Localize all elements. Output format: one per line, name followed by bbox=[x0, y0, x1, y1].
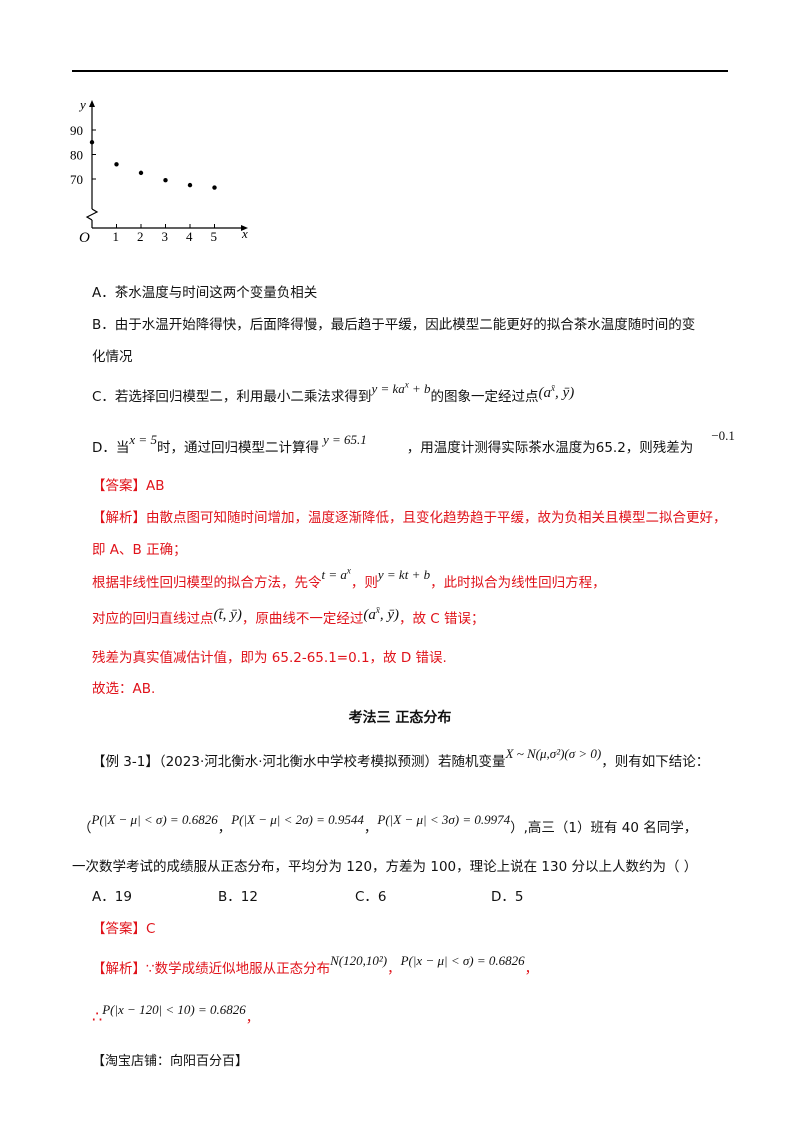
example-line1: 【例 3-1】（2023·河北衡水·河北衡水中学校考模拟预测）若随机变量X ~ … bbox=[92, 746, 710, 770]
text: ，此时拟合为线性回归方程， bbox=[430, 575, 606, 591]
formula-exp: x bbox=[404, 379, 409, 390]
option-d-formula2: y = 65.1 bbox=[322, 432, 367, 447]
formula-part: (a bbox=[538, 385, 552, 401]
option-c: C．若选择回归模型二，利用最小二乘法求得到y = kax + b的图象一定经过点… bbox=[92, 380, 575, 406]
therefore-symbol: ∴ bbox=[92, 1007, 103, 1026]
axis-break bbox=[85, 208, 99, 221]
option-d-text2: 时，通过回归模型二计算得 bbox=[156, 440, 319, 456]
option-d-formula1: x = 5 bbox=[129, 432, 157, 447]
formula-p3: P(|X − μ| < 3σ) = 0.9974 bbox=[377, 812, 511, 827]
answer-1: 【答案】AB bbox=[92, 478, 165, 494]
text: ， bbox=[363, 820, 378, 836]
option-c-point: (ax̄, ȳ) bbox=[538, 383, 575, 401]
analysis-2-line1: 【解析】∵数学成绩近似地服从正态分布N(120,10²)，P(|x − μ| <… bbox=[92, 953, 539, 977]
x-axis-label: x bbox=[241, 226, 248, 241]
y-tick-label: 90 bbox=[70, 123, 83, 138]
x-tick-label: 3 bbox=[162, 229, 169, 242]
formula-point-a: (ax̄, ȳ) bbox=[363, 605, 399, 623]
origin-label: O bbox=[79, 230, 90, 242]
data-point bbox=[163, 178, 168, 183]
formula-t: t = ax bbox=[321, 565, 351, 582]
data-point bbox=[114, 162, 119, 167]
option-c-text2: 的图象一定经过点 bbox=[430, 389, 539, 405]
analysis-1-line4: 对应的回归直线过点(t̄, ȳ)，原曲线不一定经过(ax̄, ȳ)，故 C 错误… bbox=[92, 605, 485, 628]
answer-2: 【答案】C bbox=[92, 921, 156, 937]
example-line3: 一次数学考试的成绩服从正态分布，平均分为 120，方差为 100，理论上说在 1… bbox=[72, 859, 698, 875]
formula-part: , ȳ) bbox=[379, 607, 399, 623]
y-axis-label: y bbox=[78, 97, 86, 112]
footer-shop: 【淘宝店铺：向阳百分百】 bbox=[92, 1054, 249, 1069]
text: （ bbox=[78, 820, 92, 836]
x-tick-label: 4 bbox=[186, 229, 193, 242]
y-tick-label: 80 bbox=[70, 148, 83, 163]
header-rule bbox=[72, 70, 728, 72]
x-tick-label: 5 bbox=[211, 229, 218, 242]
text: ， bbox=[524, 961, 539, 977]
analysis-2-line2: ∴P(|x − 120| < 10) = 0.6826， bbox=[92, 1002, 260, 1026]
formula-part: (a bbox=[363, 607, 376, 623]
text: 对应的回归直线过点 bbox=[92, 611, 214, 627]
formula-part: , ȳ) bbox=[555, 385, 575, 401]
formula-part: + b bbox=[408, 381, 431, 396]
text: ， bbox=[217, 820, 232, 836]
formula-normal-dist: N(120,10²) bbox=[330, 953, 388, 968]
option-b-line2: 化情况 bbox=[92, 349, 133, 365]
formula-point-t: (t̄, ȳ) bbox=[213, 607, 242, 623]
section-title: 考法三 正态分布 bbox=[348, 710, 452, 726]
text: ）,高三（1）班有 40 名同学， bbox=[510, 820, 698, 836]
text: 【例 3-1】（2023·河北衡水·河北衡水中学校考模拟预测）若随机变量 bbox=[92, 754, 506, 770]
formula-prob-2: P(|x − 120| < 10) = 0.6826 bbox=[102, 1002, 246, 1017]
data-point bbox=[138, 170, 144, 176]
x-tick-label: 1 bbox=[113, 229, 120, 242]
option-c-formula: y = kax + b bbox=[371, 379, 431, 396]
text: 根据非线性回归模型的拟合方法，先令 bbox=[92, 575, 322, 591]
text: ， bbox=[387, 961, 401, 977]
analysis-1-line1: 【解析】由散点图可知随时间增加，温度逐渐降低，且变化趋势趋于平缓，故为负相关且模… bbox=[92, 510, 727, 526]
choice-b: B．12 bbox=[218, 889, 258, 905]
text: ，原曲线不一定经过 bbox=[241, 611, 364, 627]
analysis-1-line5: 残差为真实值减估计值，即为 65.2-65.1=0.1，故 D 错误. bbox=[92, 650, 447, 666]
formula-exp: x̄ bbox=[551, 383, 556, 393]
text: ，故 C 错误； bbox=[398, 611, 485, 627]
option-d-text: D．当 bbox=[92, 440, 130, 456]
option-d-formula3: −0.1 bbox=[711, 428, 735, 443]
formula-exp: x bbox=[346, 565, 351, 576]
option-a: A．茶水温度与时间这两个变量负相关 bbox=[92, 285, 318, 301]
y-tick-label: 70 bbox=[70, 172, 83, 187]
analysis-1-line2: 即 A、B 正确； bbox=[92, 542, 187, 558]
data-point bbox=[187, 182, 193, 188]
choice-d: D．5 bbox=[491, 889, 524, 905]
data-point bbox=[89, 140, 95, 145]
formula-p1: P(|X − μ| < σ) = 0.6826 bbox=[91, 812, 218, 827]
formula-p2: P(|X − μ| < 2σ) = 0.9544 bbox=[231, 812, 364, 827]
formula-part: t = a bbox=[321, 567, 347, 582]
text: 【解析】∵数学成绩近似地服从正态分布 bbox=[92, 961, 331, 977]
text: ， bbox=[245, 1010, 260, 1026]
option-b-line1: B．由于水温开始降得快，后面降得慢，最后趋于平缓，因此模型二能更好的拟合茶水温度… bbox=[92, 317, 696, 333]
formula-normal: X ~ N(μ,σ²)(σ > 0) bbox=[505, 746, 602, 761]
choice-c: C．6 bbox=[355, 889, 387, 905]
formula-part: y = ka bbox=[371, 381, 405, 396]
analysis-1-line3: 根据非线性回归模型的拟合方法，先令t = ax，则y = kt + b，此时拟合… bbox=[92, 566, 606, 591]
text: ，则 bbox=[350, 575, 378, 591]
option-d-text3: ，用温度计测得实际茶水温度为65.2，则残差为 bbox=[406, 440, 694, 456]
text: ，则有如下结论： bbox=[601, 754, 710, 770]
data-point bbox=[212, 185, 217, 190]
option-c-text: C．若选择回归模型二，利用最小二乘法求得到 bbox=[92, 389, 372, 405]
x-axis-arrow bbox=[241, 225, 248, 231]
formula-prob: P(|x − μ| < σ) = 0.6826 bbox=[400, 953, 525, 968]
choice-a: A．19 bbox=[92, 889, 132, 905]
y-axis-arrow bbox=[89, 100, 95, 107]
analysis-1-line6: 故选：AB. bbox=[92, 681, 156, 697]
formula-exp: x̄ bbox=[375, 605, 380, 615]
formula-y: y = kt + b bbox=[377, 567, 431, 582]
example-line2: （P(|X − μ| < σ) = 0.6826，P(|X − μ| < 2σ)… bbox=[78, 812, 698, 836]
option-d: D．当x = 5时，通过回归模型二计算得y = 65.1 ，用温度计测得实际茶水温… bbox=[92, 428, 735, 456]
x-tick-label: 2 bbox=[137, 229, 144, 242]
